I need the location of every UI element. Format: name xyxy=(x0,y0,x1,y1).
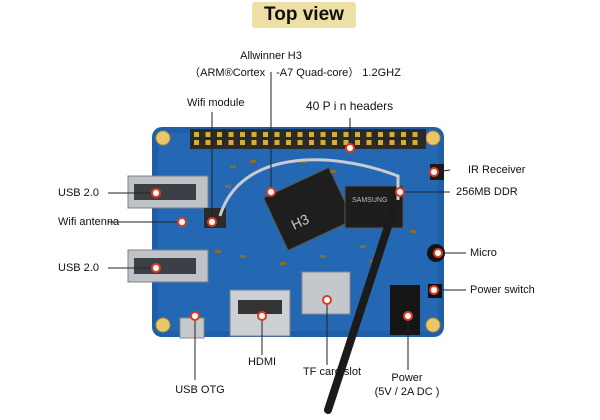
label-hdmi: HDMI xyxy=(247,356,277,368)
antenna-cable xyxy=(218,158,400,217)
header-pin xyxy=(251,132,257,137)
header-pin xyxy=(309,140,314,145)
header-pin xyxy=(217,140,222,145)
smd-part xyxy=(410,230,416,233)
usb-port-top-inner xyxy=(134,184,196,200)
label-ddr: 256MB DDR xyxy=(456,186,518,198)
label-usb-top: USB 2.0 xyxy=(58,187,99,199)
header-pin xyxy=(263,132,268,137)
label-power: Power xyxy=(391,372,423,384)
header-pin xyxy=(228,132,234,137)
smd-part xyxy=(225,185,231,188)
header-pin xyxy=(263,140,268,145)
label-wifi-antenna: Wifi antenna xyxy=(58,216,120,228)
smd-part xyxy=(330,170,336,173)
smd-part xyxy=(230,165,236,168)
label-usb-bottom: USB 2.0 xyxy=(58,262,99,274)
title-banner: Top view xyxy=(252,2,356,28)
label-power-switch: Power switch xyxy=(470,284,535,296)
label-cpu-spec: （ARM®Cortex -A7 Quad-core） 1.2GHZ xyxy=(189,67,401,79)
header-pin xyxy=(274,132,280,137)
callout-dots xyxy=(151,143,443,321)
mount-hole xyxy=(155,317,171,333)
callout-lines xyxy=(108,72,466,380)
label-wifi-module: Wifi module xyxy=(187,97,245,109)
hdmi-port-inner xyxy=(238,300,282,314)
header-pin xyxy=(332,140,337,145)
header-pin xyxy=(355,132,360,137)
pin-header-pins xyxy=(194,132,418,145)
label-power-spec: (5V / 2A DC ) xyxy=(374,386,440,398)
header-pin xyxy=(297,140,303,145)
smd-part xyxy=(360,245,366,248)
header-pin xyxy=(309,132,314,137)
mount-hole xyxy=(155,130,171,146)
label-micro: Micro xyxy=(470,247,497,259)
header-pin xyxy=(320,140,326,145)
header-pin xyxy=(274,140,280,145)
header-pin xyxy=(401,140,406,145)
header-pin xyxy=(343,132,349,137)
header-pin xyxy=(332,132,337,137)
header-pin xyxy=(378,132,383,137)
header-pin xyxy=(205,140,211,145)
header-pin xyxy=(412,132,418,137)
smd-part xyxy=(215,250,221,253)
usb-port-bottom-inner xyxy=(134,258,196,274)
header-pin xyxy=(401,132,406,137)
h3-soc: H3 xyxy=(262,166,354,252)
header-pin xyxy=(286,132,291,137)
label-cpu-name: Allwinner H3 xyxy=(240,50,302,62)
header-pin xyxy=(240,132,245,137)
mount-hole xyxy=(425,130,441,146)
smd-part xyxy=(280,262,286,265)
header-pin xyxy=(343,140,349,145)
header-pin xyxy=(389,140,395,145)
header-pin xyxy=(251,140,257,145)
smd-part xyxy=(250,160,256,163)
tf-card-slot xyxy=(301,271,351,315)
header-pin xyxy=(205,132,211,137)
header-pin xyxy=(240,140,245,145)
label-pin-headers: 40 P i n headers xyxy=(306,99,394,113)
page-title: Top view xyxy=(264,4,344,25)
header-pin xyxy=(412,140,418,145)
header-pin xyxy=(297,132,303,137)
header-pin xyxy=(228,140,234,145)
header-pin xyxy=(217,132,222,137)
header-pin xyxy=(286,140,291,145)
smd-part xyxy=(240,255,246,258)
mount-hole xyxy=(425,317,441,333)
header-pin xyxy=(389,132,395,137)
label-ir-receiver: IR Receiver xyxy=(468,164,526,176)
power-jack xyxy=(390,285,420,335)
antenna-rod xyxy=(324,192,402,414)
header-pin xyxy=(194,140,199,145)
header-pin xyxy=(320,132,326,137)
label-tf-card: TF card slot xyxy=(302,366,362,378)
usb-otg-port xyxy=(179,317,205,339)
header-pin xyxy=(378,140,383,145)
header-pin xyxy=(194,132,199,137)
ram-brand: SAMSUNG xyxy=(352,197,387,204)
label-usb-otg: USB OTG xyxy=(175,384,225,396)
header-pin xyxy=(366,132,372,137)
header-pin xyxy=(366,140,372,145)
header-pin xyxy=(355,140,360,145)
smd-part xyxy=(320,255,326,258)
chip-marking: H3 xyxy=(288,211,311,233)
